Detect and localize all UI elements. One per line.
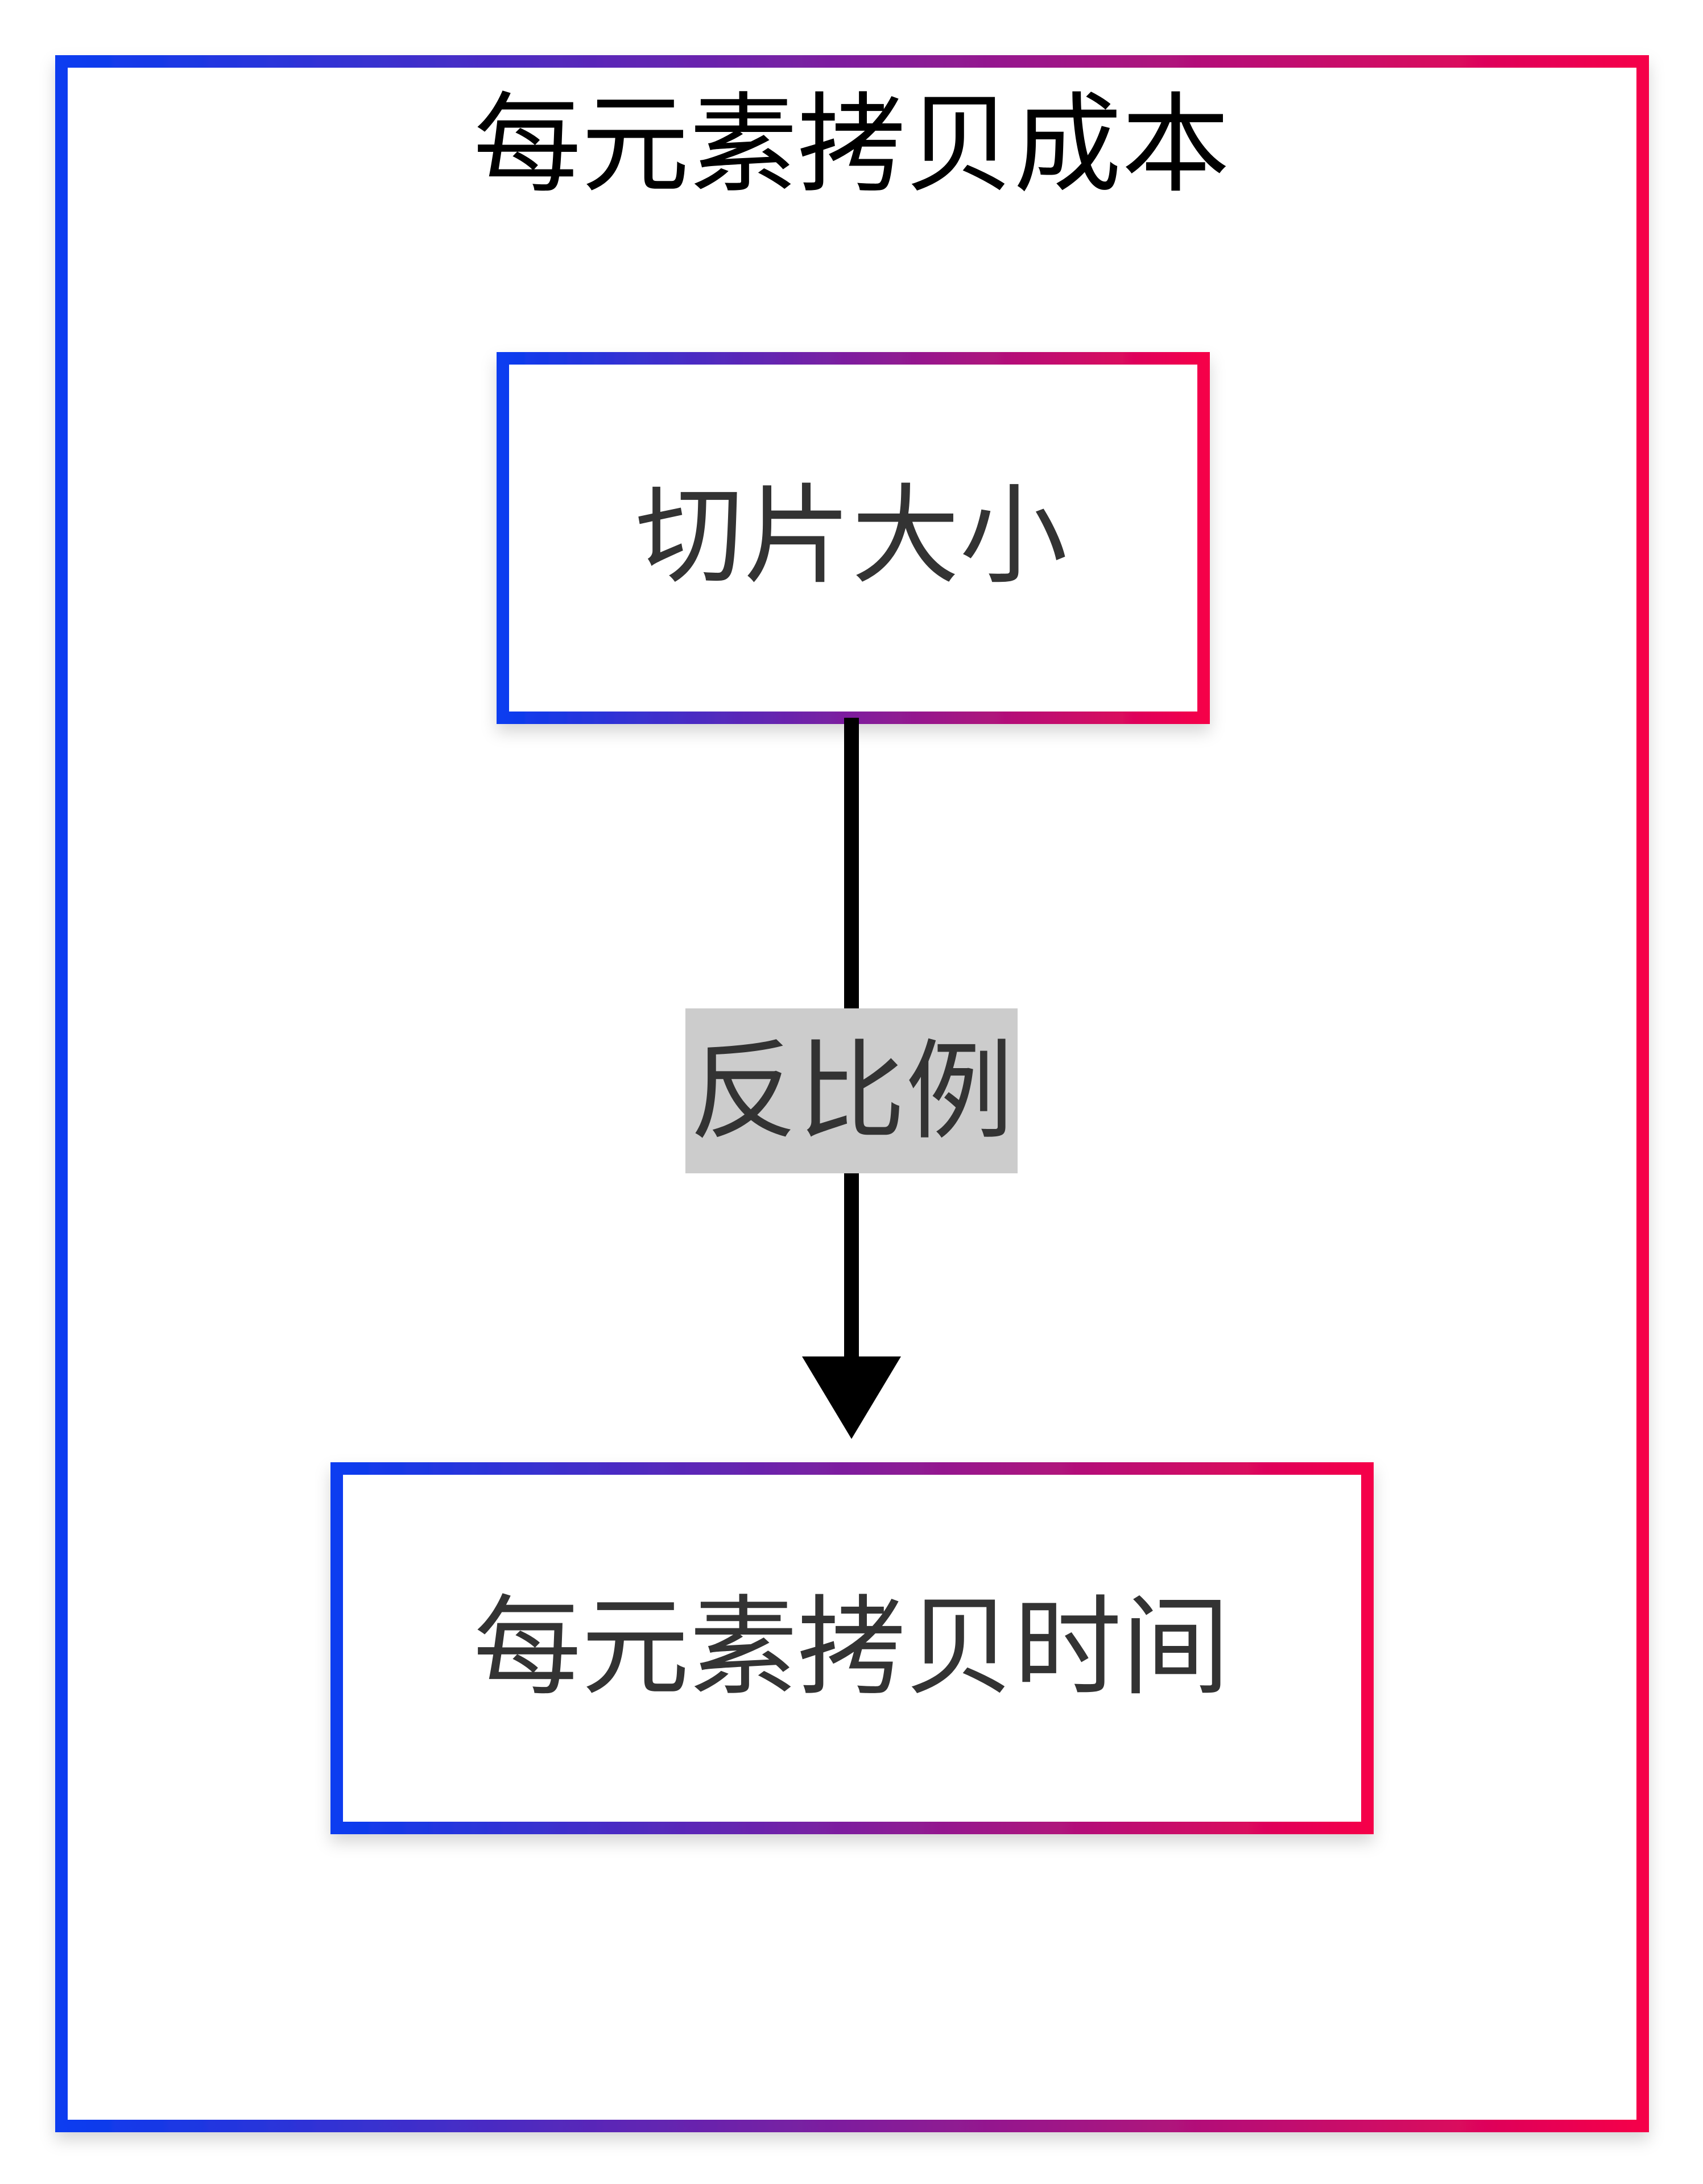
node-per-element-copy-time[interactable] (330, 1462, 1374, 1834)
node-slice-size-label: 切片大小 (635, 473, 1068, 599)
edge-arrowhead (802, 1356, 901, 1439)
node-slice-size[interactable] (497, 352, 1210, 724)
cluster-title: 每元素拷贝成本 (473, 82, 1230, 208)
edge-label-box (685, 1008, 1018, 1173)
edge-label: 反比例 (689, 1029, 1014, 1155)
node-per-element-copy-time-label: 每元素拷贝时间 (473, 1585, 1230, 1710)
